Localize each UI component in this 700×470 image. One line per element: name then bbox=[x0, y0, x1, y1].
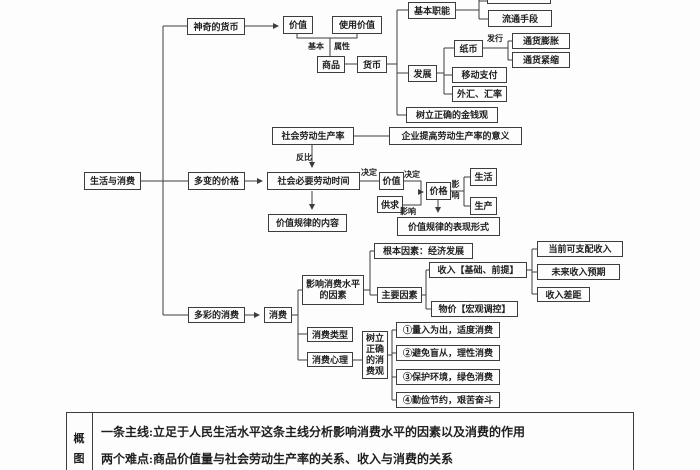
label-basic-attr-right: 属性 bbox=[334, 42, 350, 51]
node-inflation: 通货膨胀 bbox=[512, 33, 570, 49]
node-principle-3: ③保护环境，绿色消费 bbox=[396, 369, 500, 385]
node-social-productivity: 社会劳动生产率 bbox=[272, 127, 354, 145]
label-basic-attr-left: 基本 bbox=[308, 42, 324, 51]
node-use-value: 使用价值 bbox=[332, 16, 382, 34]
node-measure-of-value: 价值尺度 bbox=[487, 0, 551, 4]
label-determine-2: 决定 bbox=[404, 170, 420, 179]
node-consumption-view: 树立正确的消费观 bbox=[362, 331, 388, 379]
summary-line-1: 一条主线:立足于人民生活水平这条主线分析影响消费水平的因素以及消费的作用 bbox=[101, 425, 525, 439]
label-issue: 发行 bbox=[487, 34, 503, 43]
node-root: 生活与消费 bbox=[84, 172, 141, 190]
summary-side-label: 概图 bbox=[73, 433, 85, 465]
summary-divider bbox=[92, 413, 93, 470]
node-principle-4: ④勤俭节约，艰苦奋斗 bbox=[396, 392, 500, 408]
node-consumption-factors: 影响消费水平的因素 bbox=[302, 275, 364, 305]
connector-group bbox=[141, 0, 537, 401]
node-consumption-psychology: 消费心理 bbox=[307, 352, 353, 367]
label-inverse: 反比 bbox=[296, 153, 312, 162]
node-mobile-payment: 移动支付 bbox=[452, 67, 507, 83]
node-development: 发展 bbox=[408, 65, 437, 82]
node-forex: 外汇、汇率 bbox=[452, 86, 507, 102]
node-price-level: 物价【宏观调控】 bbox=[431, 301, 518, 317]
node-value-2: 价值 bbox=[379, 172, 404, 190]
node-circulation-means: 流通手段 bbox=[488, 10, 552, 27]
node-deflation: 通货紧缩 bbox=[512, 52, 570, 68]
node-income: 收入【基础、前提】 bbox=[429, 262, 527, 278]
node-magic-currency: 神奇的货币 bbox=[187, 18, 245, 35]
node-main-factors: 主要因素 bbox=[377, 287, 422, 303]
node-consumption-types: 消费类型 bbox=[307, 327, 353, 342]
summary-box: 概图 一条主线:立足于人民生活水平这条主线分析影响消费水平的因素以及消费的作用 … bbox=[66, 412, 634, 470]
label-influence-2: 影响 bbox=[451, 180, 460, 200]
node-future-income: 未来收入预期 bbox=[537, 264, 620, 280]
node-commodity: 商品 bbox=[317, 56, 345, 73]
node-fundamental-factor: 根本因素：经济发展 bbox=[374, 243, 473, 259]
node-value: 价值 bbox=[283, 16, 313, 34]
node-enterprise-meaning: 企业提高劳动生产率的意义 bbox=[389, 127, 522, 145]
node-production: 生产 bbox=[470, 197, 497, 215]
node-money-view: 树立正确的金钱观 bbox=[406, 107, 498, 123]
node-consumption: 消费 bbox=[264, 307, 292, 323]
node-life: 生活 bbox=[470, 168, 497, 186]
node-basic-functions: 基本职能 bbox=[408, 2, 456, 19]
node-supply-demand: 供求 bbox=[377, 196, 403, 213]
node-law-content: 价值规律的内容 bbox=[268, 214, 347, 232]
node-necessary-labor-time: 社会必要劳动时间 bbox=[267, 172, 360, 190]
node-price: 价格 bbox=[426, 182, 451, 200]
label-influence-1: 影响 bbox=[400, 207, 416, 216]
node-colorful-consumption: 多彩的消费 bbox=[188, 307, 245, 323]
node-law-form: 价值规律的表现形式 bbox=[397, 217, 500, 236]
node-changing-price: 多变的价格 bbox=[188, 172, 245, 190]
node-paper-money: 纸币 bbox=[454, 40, 483, 57]
node-principle-2: ②避免盲从，理性消费 bbox=[396, 345, 500, 361]
node-principle-1: ①量入为出，适度消费 bbox=[396, 322, 500, 338]
node-money: 货币 bbox=[357, 56, 387, 73]
label-determine-1: 决定 bbox=[361, 168, 377, 177]
node-income-gap: 收入差距 bbox=[537, 287, 590, 302]
node-current-income: 当前可支配收入 bbox=[537, 241, 623, 257]
summary-line-2: 两个难点:商品价值量与社会劳动生产率的关系、收入与消费的关系 bbox=[101, 452, 453, 466]
